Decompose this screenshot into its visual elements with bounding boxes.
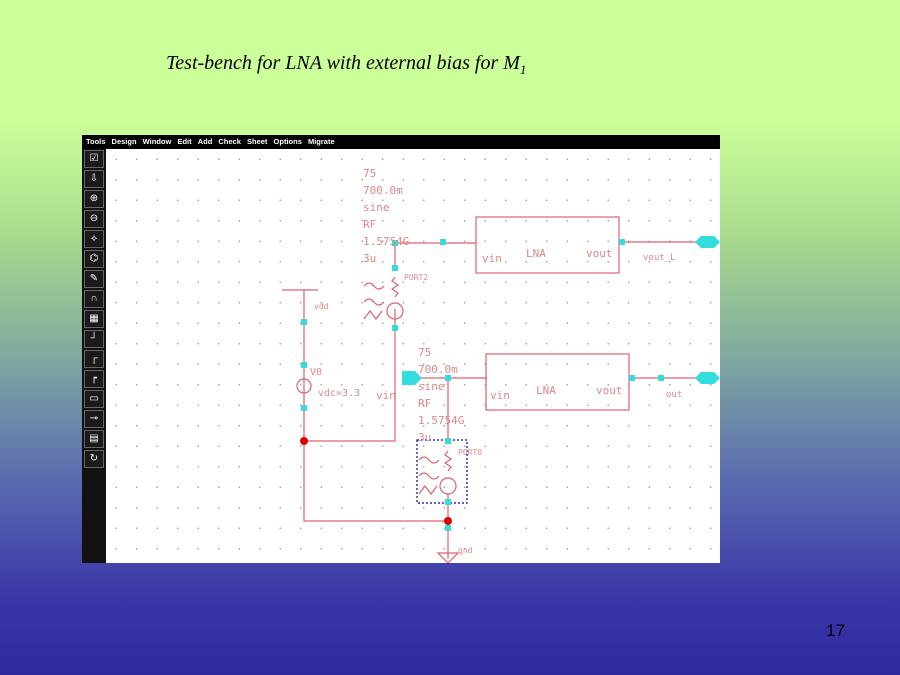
svg-text:gnd: gnd bbox=[458, 546, 473, 555]
vin-input-connector bbox=[402, 371, 422, 385]
selection-box bbox=[416, 439, 468, 504]
svg-text:1.5754G: 1.5754G bbox=[418, 414, 464, 427]
out-offpage-connector bbox=[695, 372, 720, 384]
svg-text:3u: 3u bbox=[363, 252, 376, 265]
svg-text:75: 75 bbox=[418, 346, 431, 359]
svg-text:vout: vout bbox=[586, 247, 613, 260]
label-icon[interactable]: ▭ bbox=[84, 390, 104, 408]
component-icon[interactable]: ⌬ bbox=[84, 250, 104, 268]
tool-palette: ☑ ⇩ ⊕ ⊖ ⟡ ⌬ ✎ ∩ ▦ ┘ ┌ ┍ ▭ ⊸ ▤ ↻ bbox=[82, 149, 106, 563]
menu-sheet[interactable]: Sheet bbox=[247, 137, 268, 146]
zoom-out-icon[interactable]: ⊖ bbox=[84, 210, 104, 228]
download-icon[interactable]: ⇩ bbox=[84, 170, 104, 188]
menu-tools[interactable]: Tools bbox=[86, 137, 106, 146]
svg-text:PORT0: PORT0 bbox=[458, 448, 482, 457]
svg-text:PORT2: PORT2 bbox=[404, 273, 428, 282]
svg-text:vout: vout bbox=[596, 384, 623, 397]
slide-title: Test-bench for LNA with external bias fo… bbox=[166, 52, 527, 77]
step-icon[interactable]: ┌ bbox=[84, 350, 104, 368]
svg-text:LNA: LNA bbox=[526, 247, 546, 260]
svg-text:vin: vin bbox=[376, 389, 396, 402]
svg-text:1.5754G: 1.5754G bbox=[363, 235, 409, 248]
menu-design[interactable]: Design bbox=[111, 137, 137, 146]
refresh-icon[interactable]: ↻ bbox=[84, 450, 104, 468]
schematic-drawing: 75 700.0m sine RF 1.5754G 3u PORT2 75 70… bbox=[282, 167, 720, 564]
svg-text:sine: sine bbox=[363, 201, 390, 214]
svg-text:vout_L: vout_L bbox=[643, 253, 676, 263]
svg-text:75: 75 bbox=[363, 167, 376, 180]
step2-icon[interactable]: ┍ bbox=[84, 370, 104, 388]
menu-add[interactable]: Add bbox=[197, 137, 213, 146]
svg-text:vin: vin bbox=[482, 252, 502, 265]
plug-icon[interactable]: ⊸ bbox=[84, 410, 104, 428]
svg-text:RF: RF bbox=[363, 218, 376, 231]
svg-text:700.0m: 700.0m bbox=[418, 363, 458, 376]
menu-bar: Tools Design Window Edit Add Check Sheet… bbox=[82, 135, 720, 149]
svg-text:vdd: vdd bbox=[314, 302, 329, 311]
table-icon[interactable]: ▤ bbox=[84, 430, 104, 448]
zoom-in-icon[interactable]: ⊕ bbox=[84, 190, 104, 208]
svg-text:vin: vin bbox=[490, 389, 510, 402]
grid-icon[interactable]: ▦ bbox=[84, 310, 104, 328]
svg-text:RF: RF bbox=[418, 397, 431, 410]
vout-offpage-connector bbox=[695, 236, 720, 248]
lna-bottom-block bbox=[485, 353, 630, 411]
svg-text:700.0m: 700.0m bbox=[363, 184, 403, 197]
svg-text:sine: sine bbox=[418, 380, 445, 393]
schematic-canvas[interactable]: 75 700.0m sine RF 1.5754G 3u PORT2 75 70… bbox=[106, 149, 720, 564]
svg-text:3u: 3u bbox=[418, 431, 431, 444]
menu-edit[interactable]: Edit bbox=[177, 137, 192, 146]
schematic-editor-window: Tools Design Window Edit Add Check Sheet… bbox=[82, 135, 720, 564]
menu-options[interactable]: Options bbox=[273, 137, 302, 146]
menu-window[interactable]: Window bbox=[142, 137, 172, 146]
menu-migrate[interactable]: Migrate bbox=[307, 137, 335, 146]
corner-icon[interactable]: ┘ bbox=[84, 330, 104, 348]
pencil-icon[interactable]: ✎ bbox=[84, 270, 104, 288]
svg-text:V0: V0 bbox=[310, 367, 322, 378]
menu-check[interactable]: Check bbox=[218, 137, 241, 146]
svg-text:LNA: LNA bbox=[536, 384, 556, 397]
svg-text:vdc=3.3: vdc=3.3 bbox=[318, 388, 360, 399]
wire-icon[interactable]: ⟡ bbox=[84, 230, 104, 248]
check-icon[interactable]: ☑ bbox=[84, 150, 104, 168]
arc-icon[interactable]: ∩ bbox=[84, 290, 104, 308]
page-number: 17 bbox=[826, 621, 845, 640]
svg-text:out: out bbox=[666, 390, 682, 400]
